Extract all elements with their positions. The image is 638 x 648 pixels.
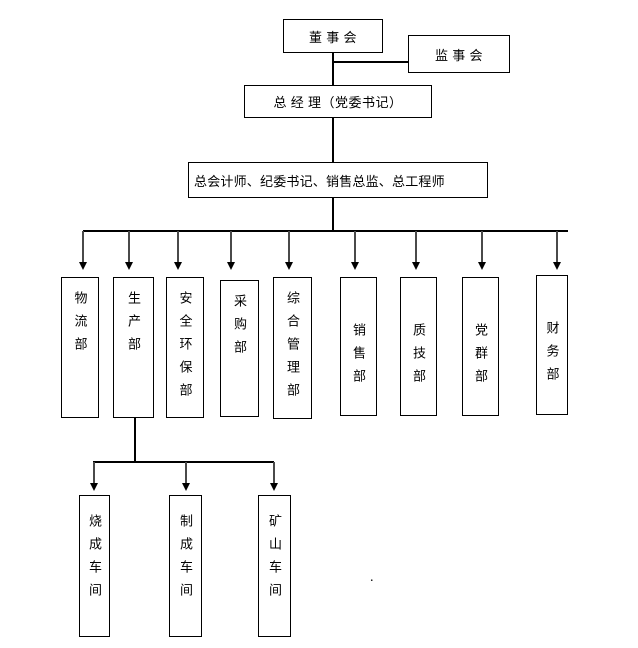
node-board-of-directors: 董 事 会 [283,19,383,53]
dept-label-general-management: 综合管理部 [285,291,300,406]
down-arrow-procurement [227,231,236,270]
dept-box-general-management: 综合管理部 [273,277,312,419]
dept-box-safety-environment: 安全环保部 [166,277,204,418]
node-general-manager-label: 总 经 理（党委书记） [273,95,403,110]
dept-label-party-mass: 党群部 [473,323,488,392]
node-general-manager: 总 经 理（党委书记） [244,85,432,118]
down-arrow-finance [553,231,562,270]
workshop-box-finishing: 制成车间 [169,495,202,637]
dept-box-production: 生产部 [113,277,154,418]
node-executive-staff-label: 总会计师、纪委书记、销售总监、总工程师 [194,173,445,189]
connector-production-to-workshops [134,418,136,462]
connector-gm-to-staff [332,118,334,162]
workshop-bus-line [93,461,274,463]
workshop-box-mining: 矿山车间 [258,495,291,637]
dept-box-quality-technology: 质技部 [400,277,437,416]
workshop-label-sintering: 烧成车间 [87,514,102,606]
dept-label-procurement: 采购部 [232,294,247,363]
node-board-of-directors-label: 董 事 会 [308,29,357,45]
department-bus-line [83,230,568,232]
node-supervisory-board-label: 监 事 会 [434,47,483,63]
workshop-box-sintering: 烧成车间 [79,495,110,637]
dept-label-logistics: 物流部 [72,291,88,360]
dept-label-production: 生产部 [126,291,141,360]
down-arrow-finishing [182,462,191,491]
dept-box-logistics: 物流部 [61,277,99,418]
dept-box-party-mass: 党群部 [462,277,499,416]
down-arrow-party-mass [478,231,487,270]
stray-period-mark: . [370,570,374,585]
dept-label-safety-environment: 安全环保部 [177,291,193,406]
down-arrow-production [125,231,134,270]
dept-box-sales: 销售部 [340,277,377,416]
workshop-label-finishing: 制成车间 [178,514,193,606]
dept-label-quality-technology: 质技部 [411,323,426,392]
dept-label-finance: 财务部 [544,321,560,390]
down-arrow-safety-environment [174,231,183,270]
down-arrow-logistics [79,231,88,270]
connector-board-to-gm [332,53,334,85]
down-arrow-general-management [285,231,294,270]
down-arrow-mining [270,462,279,491]
node-executive-staff: 总会计师、纪委书记、销售总监、总工程师 [188,162,488,198]
down-arrow-sales [351,231,360,270]
node-supervisory-board: 监 事 会 [408,35,510,73]
workshop-label-mining: 矿山车间 [267,514,282,606]
down-arrow-sintering [90,462,99,491]
dept-label-sales: 销售部 [351,323,366,392]
connector-staff-to-bus [332,198,334,231]
dept-box-finance: 财务部 [536,275,568,415]
connector-supervisory-branch [333,61,408,63]
down-arrow-quality-technology [412,231,421,270]
dept-box-procurement: 采购部 [220,280,259,417]
